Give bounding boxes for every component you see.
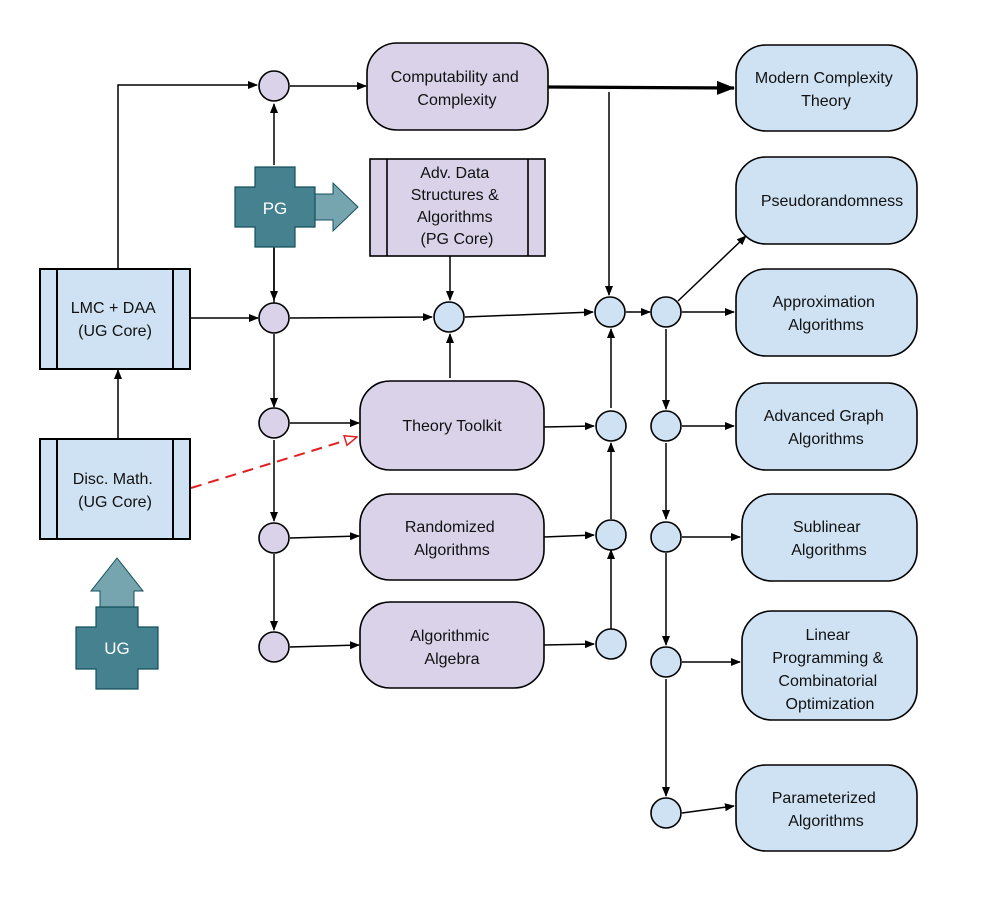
graph-box xyxy=(735,382,918,471)
algebra-label: Algorithmic Algebra xyxy=(410,628,494,668)
junction-top xyxy=(258,70,290,102)
junction-lmc xyxy=(258,302,290,334)
computability-box xyxy=(366,42,549,131)
parameterized-box xyxy=(735,764,918,852)
edge-center-to-merge xyxy=(464,308,594,318)
node-adv-ds: Adv. Data Structures & Algorithms (PG Co… xyxy=(369,158,546,257)
edge-computability-to-modern xyxy=(547,80,735,95)
node-graph: Advanced Graph Algorithms xyxy=(735,382,918,471)
edge-lmc-to-top-junction xyxy=(117,81,258,268)
node-sublinear: Sublinear Algorithms xyxy=(741,493,918,582)
node-computability: Computability and Complexity xyxy=(366,42,549,131)
disc-math-label: Disc. Math. (UG Core) xyxy=(73,471,157,511)
node-lmc-daa: LMC + DAA (UG Core) xyxy=(39,268,191,370)
pg-badge-label: PG xyxy=(263,199,288,218)
lmc-daa-label: LMC + DAA (UG Core) xyxy=(71,300,159,340)
node-ug-badge: UG xyxy=(75,557,159,690)
junction-right-randomized xyxy=(595,519,627,551)
node-pg-badge: PG xyxy=(234,166,359,248)
edges xyxy=(114,80,747,814)
node-disc-math: Disc. Math. (UG Core) xyxy=(39,438,191,540)
junction-algebra xyxy=(258,631,290,663)
pseudorandomness-box xyxy=(735,156,918,245)
adv-ds-box xyxy=(369,158,546,257)
theory-toolkit-box xyxy=(359,380,545,471)
junction-dist-sublinear xyxy=(650,521,682,553)
junction-toolkit xyxy=(258,407,290,439)
parameterized-label: Parameterized Algorithms xyxy=(772,790,881,830)
edge-to-pseudorandomness xyxy=(677,235,747,302)
junction-dist-parameterized xyxy=(650,797,682,829)
modern-complexity-label: Modern Complexity Theory xyxy=(755,70,897,110)
pg-badge-shape xyxy=(234,166,316,248)
edge-junction-to-algebra xyxy=(289,641,360,650)
pseudorandomness-label: Pseudorandomness xyxy=(761,193,903,210)
edge-junction-to-center xyxy=(289,313,433,322)
lp-label: Linear Programming & Combinatorial Optim… xyxy=(772,627,888,713)
edge-toolkit-to-junction xyxy=(543,422,595,431)
edge-randomized-to-junction xyxy=(543,531,595,540)
randomized-box xyxy=(359,493,545,581)
node-algebra: Algorithmic Algebra xyxy=(359,601,545,689)
junction-dist-lp xyxy=(650,646,682,678)
approximation-label: Approximation Algorithms xyxy=(773,294,880,334)
junction-right-toolkit xyxy=(595,410,627,442)
node-pseudorandomness: Pseudorandomness xyxy=(735,156,918,245)
sublinear-box xyxy=(741,493,918,582)
ug-badge-label: UG xyxy=(104,639,130,658)
junction-randomized xyxy=(258,522,290,554)
node-theory-toolkit: Theory Toolkit xyxy=(359,380,545,471)
theory-toolkit-label: Theory Toolkit xyxy=(402,418,502,435)
modern-complexity-box xyxy=(735,44,918,132)
approximation-box xyxy=(735,268,918,357)
lmc-daa-box xyxy=(39,268,191,370)
edge-algebra-to-junction xyxy=(543,640,595,649)
randomized-label: Randomized Algorithms xyxy=(405,519,499,559)
junctions xyxy=(258,70,682,829)
junction-dist-approx xyxy=(650,296,682,328)
sublinear-label: Sublinear Algorithms xyxy=(791,519,867,559)
junction-right-algebra xyxy=(595,628,627,660)
edge-disc-to-toolkit-dashed xyxy=(190,437,357,489)
algebra-box xyxy=(359,601,545,689)
node-modern-complexity: Modern Complexity Theory xyxy=(735,44,918,132)
edge-junction-to-randomized xyxy=(289,532,360,541)
node-lp: Linear Programming & Combinatorial Optim… xyxy=(741,610,918,721)
graph-label: Advanced Graph Algorithms xyxy=(764,408,889,448)
junction-merge xyxy=(594,296,626,328)
adv-ds-label: Adv. Data Structures & Algorithms (PG Co… xyxy=(411,165,503,248)
node-approximation: Approximation Algorithms xyxy=(735,268,918,357)
node-randomized: Randomized Algorithms xyxy=(359,493,545,581)
node-parameterized: Parameterized Algorithms xyxy=(735,764,918,852)
edge-to-parameterized xyxy=(681,803,735,814)
junction-dist-graph xyxy=(650,410,682,442)
junction-center xyxy=(433,301,465,333)
ug-badge-shape xyxy=(75,606,159,690)
computability-label: Computability and Complexity xyxy=(391,69,524,109)
lp-box xyxy=(741,610,918,721)
disc-math-box xyxy=(39,438,191,540)
